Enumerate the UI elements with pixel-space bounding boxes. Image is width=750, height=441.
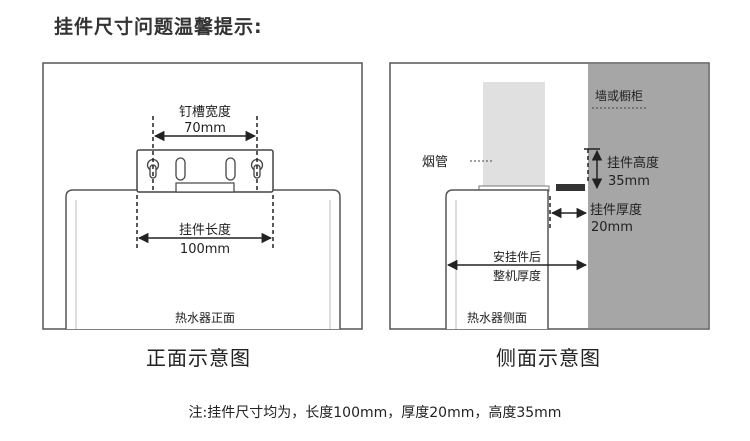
- flue-pipe: [483, 82, 545, 188]
- thickness-label: 挂件厚度: [590, 202, 642, 218]
- side-view: 烟管 墙或橱柜 挂件高度 35mm 挂件厚度 20mm 安挂件后 整机厚度 热水…: [389, 62, 710, 330]
- side-frame: [389, 62, 710, 330]
- side-heater-body: [445, 189, 549, 329]
- front-view: 钉槽宽度 70mm 挂件长度 100mm 热水器正面: [42, 62, 363, 330]
- side-heater-label: 热水器侧面: [467, 311, 527, 325]
- wall-block: [588, 64, 708, 328]
- total-thickness-label-line1: 安挂件后: [493, 249, 541, 264]
- front-heater-label: 热水器正面: [175, 311, 235, 325]
- oval-slot: [175, 157, 186, 181]
- oval-slot: [225, 157, 236, 181]
- hanger-length-label: 挂件长度: [179, 222, 231, 238]
- total-thickness-label-line2: 整机厚度: [493, 268, 541, 283]
- side-view-caption: 侧面示意图: [496, 346, 601, 370]
- slot-width-label: 钉槽宽度: [179, 104, 231, 120]
- pipe-label: 烟管: [422, 155, 448, 170]
- wall-label: 墙或橱柜: [595, 89, 643, 103]
- front-heater-body: [65, 189, 341, 329]
- hanger-length-value: 100mm: [180, 242, 230, 257]
- page-title: 挂件尺寸问题温馨提示:: [54, 16, 263, 38]
- thickness-value: 20mm: [591, 220, 633, 235]
- hanger-tab: [175, 182, 235, 193]
- side-hanger: [556, 184, 585, 191]
- height-value: 35mm: [608, 174, 650, 189]
- slot-width-value: 70mm: [184, 121, 226, 136]
- front-view-caption: 正面示意图: [146, 346, 251, 370]
- dimension-note: 注:挂件尺寸均为，长度100mm，厚度20mm，高度35mm: [188, 405, 562, 421]
- height-label: 挂件高度: [607, 155, 659, 171]
